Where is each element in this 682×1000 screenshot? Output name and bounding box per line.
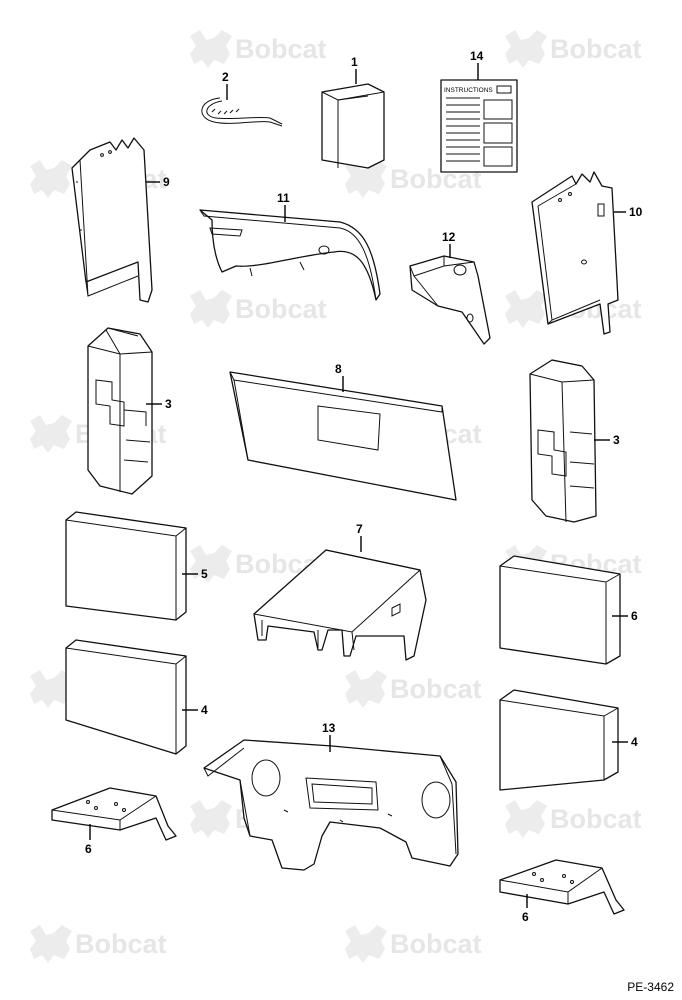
- watermark: Bobcat: [345, 925, 482, 963]
- part-4-wedge-right: [499, 689, 619, 791]
- watermark-text: Bobcat: [75, 929, 167, 959]
- part-10-flat-panel: [229, 371, 457, 501]
- part-8-left-panel: [71, 137, 153, 303]
- callout-5b: 6: [631, 609, 638, 623]
- callout-3a: 3: [165, 397, 172, 411]
- instructions-title: INSTRUCTIONS: [444, 87, 493, 94]
- watermark-text: Bobcat: [550, 804, 642, 834]
- watermark: Bobcat: [30, 925, 167, 963]
- watermark-text: Bobcat: [390, 674, 482, 704]
- callout-10: 8: [335, 362, 342, 376]
- part-2-cable-tie: [201, 97, 283, 127]
- callout-13: 13: [322, 721, 336, 735]
- watermark-text: Bobcat: [390, 929, 482, 959]
- watermark: Bobcat: [190, 290, 327, 328]
- part-6-angle-bracket-right: [499, 859, 625, 915]
- figure-id: PE-3462: [627, 980, 674, 994]
- callout-5a: 5: [201, 567, 208, 581]
- callout-7: 7: [356, 522, 363, 536]
- callout-6b: 6: [522, 910, 529, 924]
- part-3-foam-strip-left: [87, 327, 153, 495]
- callout-4b: 4: [631, 735, 638, 749]
- callout-3b: 3: [613, 433, 620, 447]
- part-9-right-panel: [531, 171, 619, 335]
- watermark-text: Bobcat: [235, 294, 327, 324]
- part-11-curved-plate: [199, 209, 381, 301]
- watermark-text: Bobcat: [550, 34, 642, 64]
- part-14-instruction-sheet: INSTRUCTIONS: [440, 79, 518, 173]
- callout-6a: 6: [85, 842, 92, 856]
- callout-14: 14: [470, 49, 484, 63]
- part-4-wedge-left: [65, 639, 187, 755]
- part-13-large-bracket: [203, 739, 459, 871]
- watermark: Bobcat: [505, 800, 642, 838]
- watermark: Bobcat: [345, 670, 482, 708]
- part-1-box: [321, 83, 385, 169]
- part-6-angle-bracket-left: [51, 787, 177, 841]
- part-3-foam-strip-right: [529, 359, 597, 523]
- part-5-block-left: [65, 511, 187, 621]
- watermark-text: Bobcat: [235, 34, 327, 64]
- callout-4a: 4: [201, 703, 208, 717]
- watermark: Bobcat: [190, 30, 327, 68]
- callout-1: 1: [351, 55, 358, 69]
- callout-8: 9: [163, 175, 170, 189]
- callout-11: 11: [277, 191, 290, 205]
- callout-9: 10: [629, 205, 643, 219]
- callout-12: 12: [442, 230, 456, 244]
- part-12-bracket: [409, 255, 491, 345]
- callout-2: 2: [222, 70, 229, 84]
- watermark: Bobcat: [505, 30, 642, 68]
- part-7-hood-bracket: [253, 549, 427, 661]
- part-5-block-right: [499, 555, 621, 665]
